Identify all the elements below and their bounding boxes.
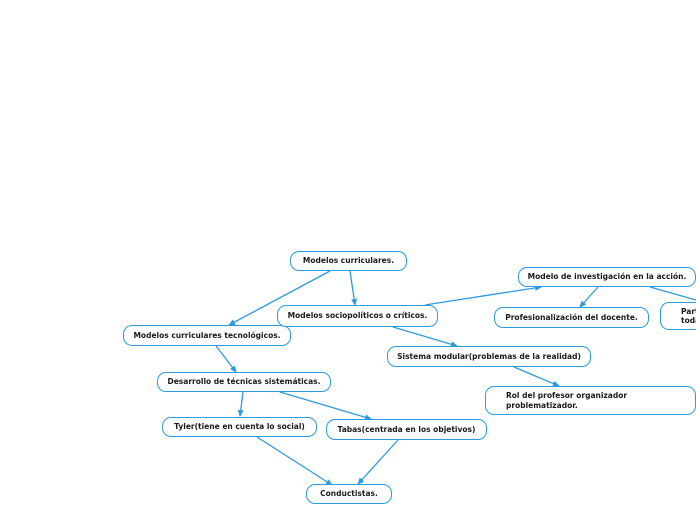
node-text-block: Rol del profesor organizador problematiz… bbox=[506, 391, 627, 410]
node-modelos-tecnologicos[interactable]: Modelos curriculares tecnológicos. bbox=[123, 325, 291, 346]
node-modelos-curriculares[interactable]: Modelos curriculares. bbox=[290, 251, 407, 271]
edge-socio-sistema bbox=[392, 326, 458, 348]
node-label: Tyler(tiene en cuenta lo social) bbox=[174, 422, 305, 432]
node-profesionalizacion[interactable]: Profesionalización del docente. bbox=[494, 307, 649, 328]
node-label: Conductistas. bbox=[320, 489, 378, 499]
node-label: Tabas(centrada en los objetivos) bbox=[337, 424, 476, 434]
edge-desarrollo-tabas bbox=[279, 391, 372, 421]
node-rol-profesor[interactable]: Rol del profesor organizador problematiz… bbox=[485, 386, 696, 415]
edge-investigacion-profesionalizacion bbox=[579, 286, 599, 308]
node-label: Modelo de investigación en la acción. bbox=[527, 272, 687, 282]
node-modelo-investigacion[interactable]: Modelo de investigación en la acción. bbox=[518, 267, 696, 287]
node-label: Modelos curriculares. bbox=[302, 256, 395, 266]
node-label: Desarrollo de técnicas sistemáticas. bbox=[167, 377, 321, 387]
node-label: Modelos curriculares tecnológicos. bbox=[133, 330, 281, 340]
edge-root-socio bbox=[349, 270, 358, 306]
node-label-line: Rol del profesor organizador bbox=[506, 391, 628, 401]
node-label-line: problematizador. bbox=[506, 400, 578, 410]
node-desarrollo-tecnicas[interactable]: Desarrollo de técnicas sistemáticas. bbox=[157, 372, 331, 392]
edge-sistema-rol bbox=[513, 366, 560, 387]
node-label: Profesionalización del docente. bbox=[505, 312, 638, 322]
edge-socio-investigacion bbox=[424, 284, 542, 306]
node-label: Modelos sociopolíticos o críticos. bbox=[287, 311, 428, 321]
edge-tech-desarrollo bbox=[215, 345, 237, 373]
edge-investigacion-parte bbox=[649, 286, 696, 301]
node-tyler[interactable]: Tyler(tiene en cuenta lo social) bbox=[162, 417, 317, 437]
node-conductistas[interactable]: Conductistas. bbox=[306, 484, 392, 504]
edge-root-tech bbox=[228, 270, 331, 326]
node-label: Sistema modular(problemas de la realidad… bbox=[397, 351, 581, 361]
edge-desarrollo-tyler bbox=[237, 391, 244, 417]
node-modelos-sociopoliticos[interactable]: Modelos sociopolíticos o críticos. bbox=[277, 305, 438, 327]
node-tabas[interactable]: Tabas(centrada en los objetivos) bbox=[326, 419, 487, 440]
node-label-line: toda bbox=[681, 316, 696, 325]
edge-tabas-conductistas bbox=[357, 439, 399, 485]
node-sistema-modular[interactable]: Sistema modular(problemas de la realidad… bbox=[387, 346, 591, 367]
edge-tyler-conductistas bbox=[256, 436, 333, 486]
